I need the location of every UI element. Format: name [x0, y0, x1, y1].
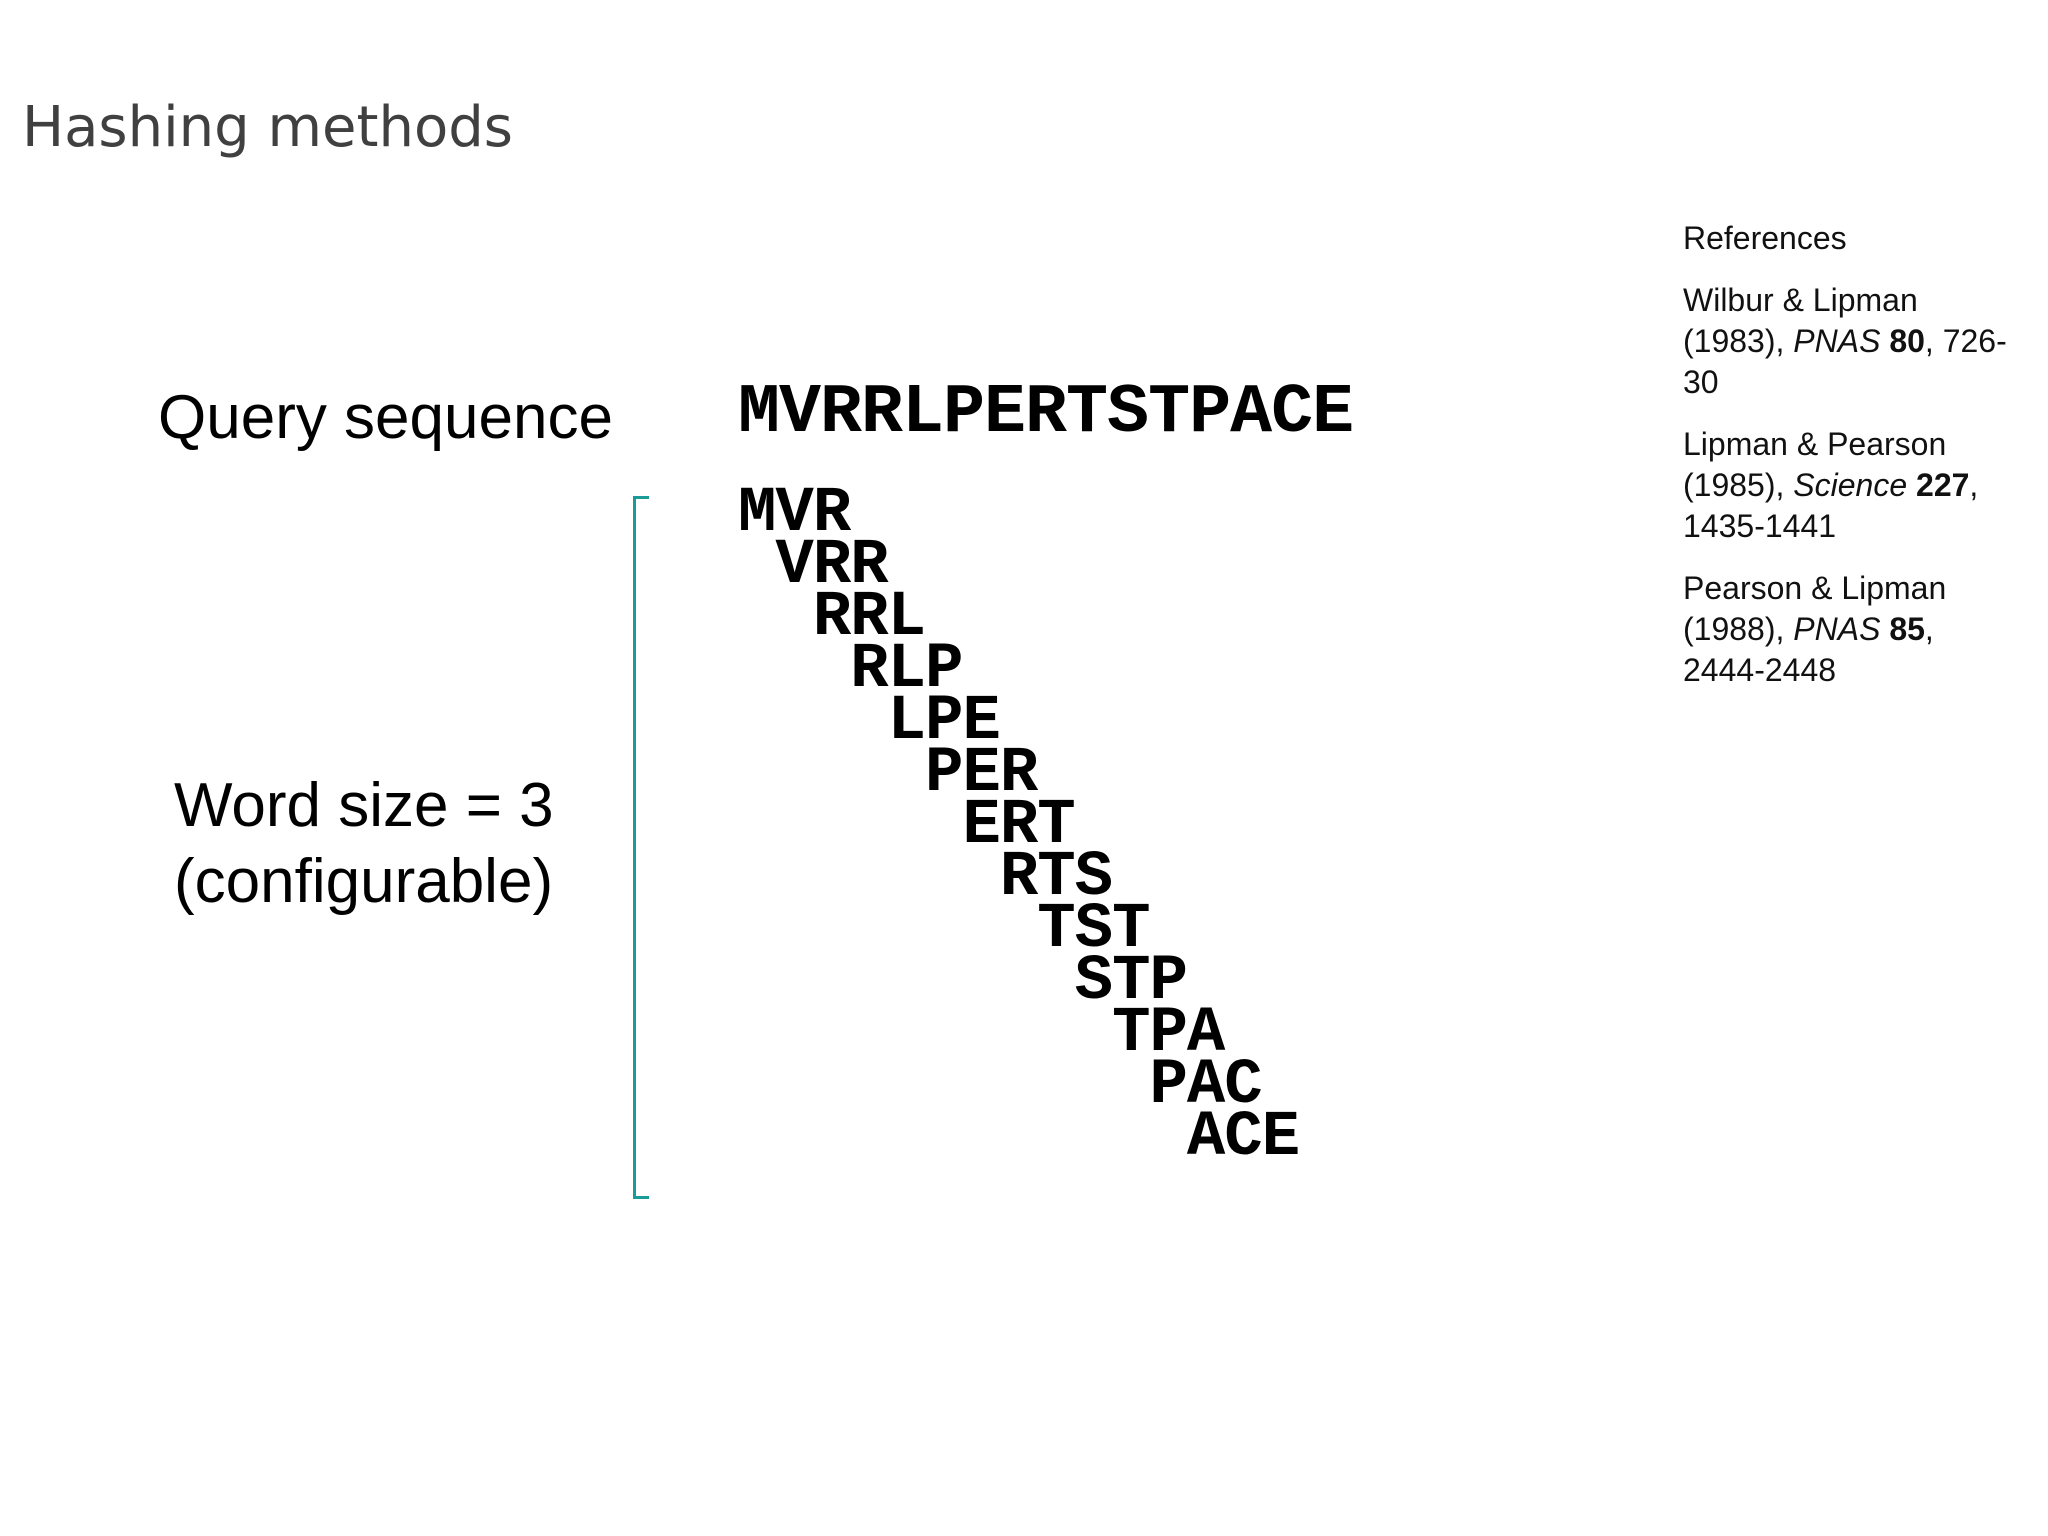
word-item: LPE: [887, 686, 1001, 758]
reference-pages: ,: [1924, 611, 1934, 647]
slide-title: Hashing methods: [22, 95, 513, 160]
references-heading: References: [1683, 220, 1847, 256]
reference-pages: ,: [1969, 467, 1979, 503]
word-size-label: Word size = 3 (configurable): [174, 768, 554, 920]
reference-journal: PNAS: [1793, 323, 1881, 359]
word-item: PER: [925, 738, 1038, 810]
query-sequence-label: Query sequence: [158, 383, 613, 452]
word-size-line: Word size = 3: [174, 771, 554, 840]
reference-item: Lipman & Pearson (1985), Science 227, 14…: [1683, 424, 2043, 547]
word-size-note: (configurable): [174, 847, 554, 916]
reference-pages: , 726-: [1924, 323, 2007, 359]
reference-citation-line: (1983), PNAS 80, 726-: [1683, 321, 2043, 362]
reference-volume: 80: [1889, 323, 1925, 359]
word-item: ACE: [1186, 1102, 1300, 1174]
word-item: PAC: [1149, 1050, 1262, 1122]
reference-item: Pearson & Lipman (1988), PNAS 85, 2444-2…: [1683, 568, 2043, 691]
reference-item: Wilbur & Lipman (1983), PNAS 80, 726- 30: [1683, 280, 2043, 403]
reference-year: (1985),: [1683, 467, 1794, 503]
words-bracket: [633, 496, 649, 1199]
reference-volume: 85: [1889, 611, 1925, 647]
word-item: VRR: [775, 530, 888, 602]
reference-authors: Pearson & Lipman: [1683, 570, 1947, 606]
reference-year: (1983),: [1683, 323, 1794, 359]
reference-pages-end: 30: [1683, 364, 1719, 400]
reference-citation-line: (1988), PNAS 85,: [1683, 609, 2043, 650]
reference-authors: Wilbur & Lipman: [1683, 282, 1918, 318]
reference-journal: Science: [1793, 467, 1908, 503]
word-item: TST: [1037, 894, 1150, 966]
reference-year: (1988),: [1683, 611, 1794, 647]
word-item: ERT: [962, 790, 1075, 862]
query-sequence: MVRRLPERTSTPACE: [738, 374, 1354, 453]
word-item: RRL: [812, 582, 926, 654]
reference-authors: Lipman & Pearson: [1683, 426, 1947, 462]
word-item: TPA: [1112, 998, 1225, 1070]
word-item: RLP: [850, 634, 963, 706]
word-item: MVR: [738, 478, 851, 550]
reference-volume: 227: [1916, 467, 1970, 503]
references-panel: References Wilbur & Lipman (1983), PNAS …: [1683, 218, 2043, 712]
word-item: RTS: [999, 842, 1113, 914]
word-item: STP: [1074, 946, 1188, 1018]
reference-pages-end: 2444-2448: [1683, 652, 1837, 688]
reference-journal: PNAS: [1793, 611, 1881, 647]
reference-pages-end: 1435-1441: [1683, 508, 1837, 544]
reference-citation-line: (1985), Science 227,: [1683, 465, 2043, 506]
